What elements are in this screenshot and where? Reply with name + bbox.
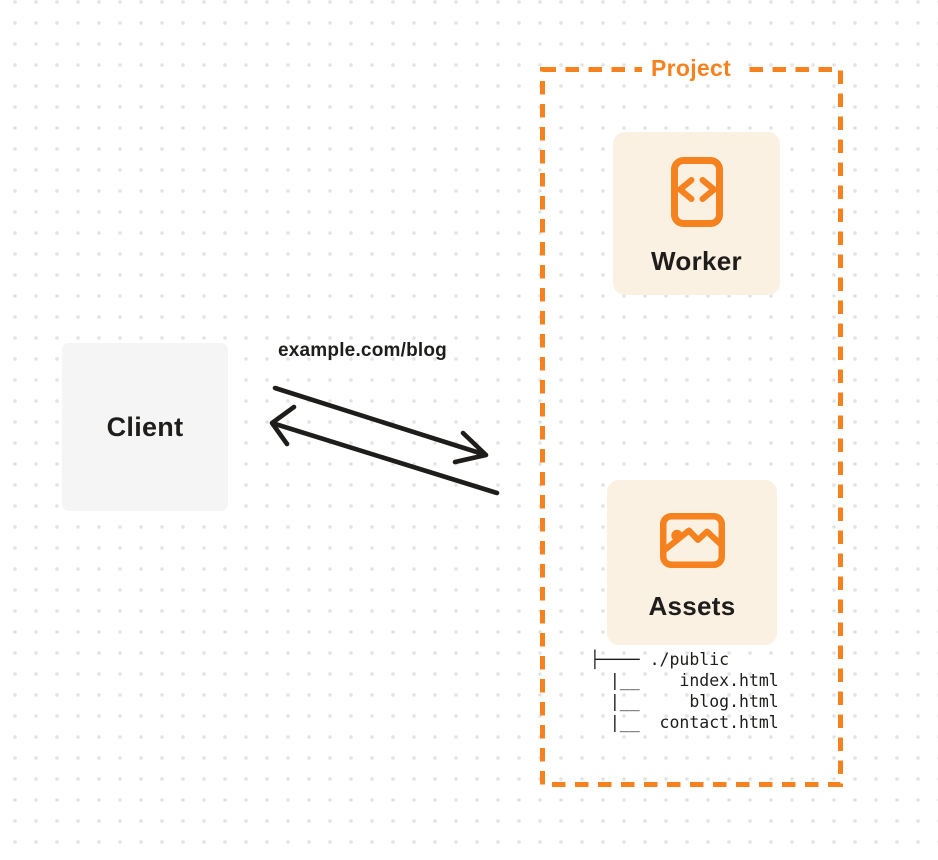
file-tree-line-public: ├──── ./public bbox=[590, 650, 730, 669]
worker-label: Worker bbox=[651, 246, 742, 276]
code-brackets-document-icon bbox=[670, 157, 723, 227]
assets-file-tree: ├──── ./public |__ index.html |__ blog.h… bbox=[590, 649, 779, 733]
file-tree-line-index: |__ index.html bbox=[590, 671, 779, 690]
request-url-label: example.com/blog bbox=[278, 340, 447, 361]
worker-node: Worker bbox=[613, 132, 780, 295]
client-node: Client bbox=[62, 343, 228, 511]
assets-node: Assets bbox=[607, 480, 777, 645]
project-label: Project bbox=[641, 52, 741, 84]
file-tree-line-contact: |__ contact.html bbox=[590, 713, 779, 732]
file-tree-line-blog: |__ blog.html bbox=[590, 692, 779, 711]
client-label: Client bbox=[106, 411, 184, 442]
response-arrow bbox=[269, 404, 500, 496]
image-icon bbox=[659, 513, 725, 568]
request-arrow bbox=[272, 385, 489, 465]
assets-label: Assets bbox=[648, 591, 736, 621]
